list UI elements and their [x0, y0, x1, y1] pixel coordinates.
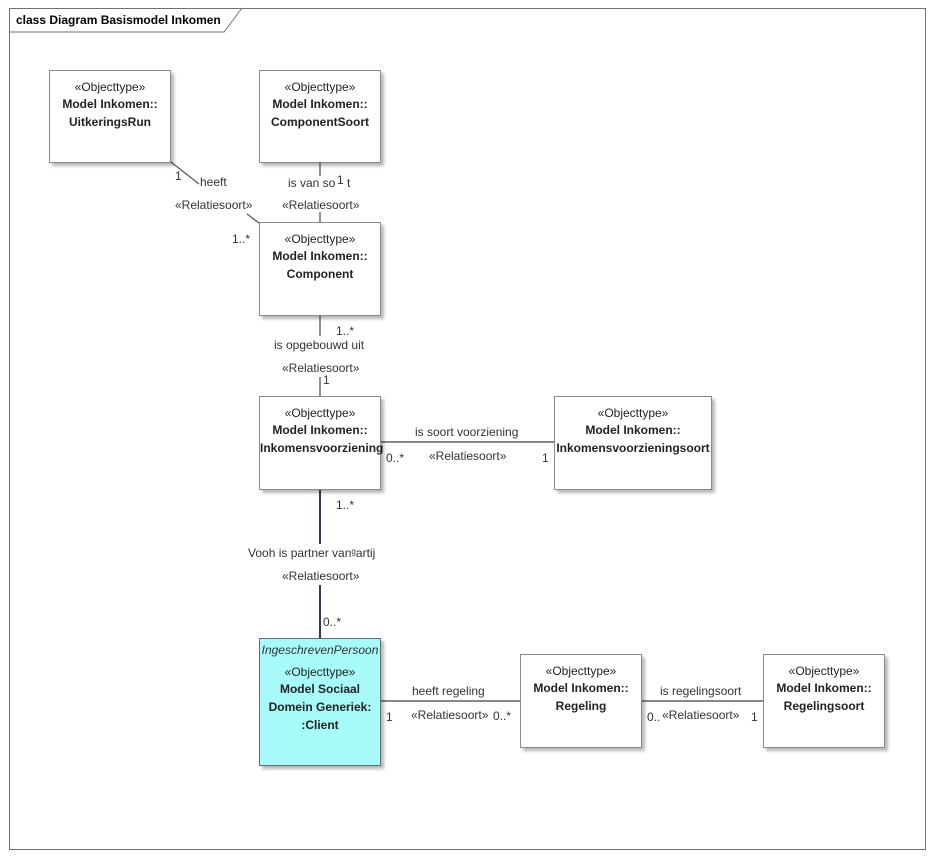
class-inkomensvoorziening[interactable]: «Objecttype» Model Inkomen:: Inkomensvoo…	[259, 396, 384, 490]
class-name-line1: Model Inkomen::	[533, 681, 629, 695]
connector-heeft-lower	[246, 213, 260, 224]
class-inkomensvoorzieningsoort[interactable]: «Objecttype» Model Inkomen:: Inkomensvoo…	[554, 396, 712, 490]
multiplicity-label: 0..	[647, 710, 661, 724]
class-name-line3: :Client	[301, 718, 339, 732]
stereotype-label: «Objecttype»	[284, 665, 356, 679]
class-uitkeringsrun[interactable]: «Objecttype» Model Inkomen:: UitkeringsR…	[49, 70, 171, 163]
relation-stereotype-label: «Relatiesoort»	[429, 449, 507, 463]
class-name-line1: Model Inkomen::	[585, 423, 681, 437]
stereotype-label: «Objecttype»	[545, 664, 617, 678]
multiplicity-label: 1	[175, 169, 182, 183]
class-name-line1: Model Sociaal	[279, 682, 361, 696]
class-name-line2: Regeling	[555, 699, 607, 713]
multiplicity-label: 1	[337, 173, 344, 187]
stereotype-label: «Objecttype»	[284, 406, 356, 420]
class-name-line1: Model Inkomen::	[272, 97, 368, 111]
multiplicity-label: 1	[323, 373, 330, 387]
stereotype-label: «Objecttype»	[284, 80, 356, 94]
relation-stereotype-label: «Relatiesoort»	[282, 361, 360, 375]
multiplicity-label: 0..*	[493, 709, 512, 723]
class-name-line2: Inkomensvoorzieningsoort	[556, 441, 710, 455]
stereotype-label: «Objecttype»	[74, 80, 146, 94]
relation-stereotype-label: «Relatiesoort»	[411, 708, 489, 722]
type-label: IngeschrevenPersoon	[261, 643, 379, 657]
class-componentsoort[interactable]: «Objecttype» Model Inkomen:: ComponentSo…	[259, 70, 381, 163]
relation-name-label: is soort voorziening	[415, 425, 519, 439]
multiplicity-label: 0..*	[323, 615, 342, 629]
class-name-line2: UitkeringsRun	[68, 115, 151, 129]
diagram-frame	[9, 8, 926, 850]
class-component[interactable]: «Objecttype» Model Inkomen:: Component	[259, 222, 381, 316]
multiplicity-label: 1..*	[336, 324, 355, 338]
multiplicity-label: 0..*	[386, 451, 405, 465]
connector-heeft	[170, 161, 200, 185]
class-regelingsoort[interactable]: «Objecttype» Model Inkomen:: Regelingsoo…	[763, 654, 885, 748]
stereotype-label: «Objecttype»	[284, 232, 356, 246]
class-name-line2: Component	[286, 267, 354, 281]
relation-stereotype-label: «Relatiesoort»	[662, 708, 740, 722]
class-name-line2: Domein Generiek:	[268, 700, 372, 714]
class-name-line2: ComponentSoort	[271, 115, 369, 129]
relation-name-label: is van so	[288, 176, 336, 190]
class-name-line2: Regelingsoort	[783, 699, 865, 713]
relation-name-label: heeft	[200, 175, 227, 189]
relation-stereotype-label: «Relatiesoort»	[175, 198, 253, 212]
class-name-line1: Model Inkomen::	[62, 97, 158, 111]
title-tab	[9, 7, 243, 33]
class-client[interactable]: IngeschrevenPersoon «Objecttype» Model S…	[259, 638, 381, 766]
relation-stereotype-label: «Relatiesoort»	[282, 569, 360, 583]
stereotype-label: «Objecttype»	[788, 664, 860, 678]
relation-name-tail: t	[347, 176, 351, 190]
class-name-line2: Inkomensvoorziening	[260, 441, 384, 455]
class-name-line1: Model Inkomen::	[272, 423, 368, 437]
class-name-line1: Model Inkomen::	[272, 249, 368, 263]
stereotype-label: «Objecttype»	[597, 406, 669, 420]
relation-name-label: is regelingsoort	[660, 684, 742, 698]
multiplicity-label: 1..*	[336, 498, 355, 512]
relation-name-label: is opgebouwd uit	[274, 338, 365, 352]
relation-name-label: Vooh is partner vanᵍartij	[248, 546, 376, 560]
relation-stereotype-label: «Relatiesoort»	[282, 198, 360, 212]
class-regeling[interactable]: «Objecttype» Model Inkomen:: Regeling	[520, 654, 642, 748]
class-name-line1: Model Inkomen::	[776, 681, 872, 695]
multiplicity-label: 1	[542, 451, 549, 465]
multiplicity-label: 1..*	[232, 232, 251, 246]
diagram-title: class Diagram Basismodel Inkomen	[16, 13, 221, 27]
multiplicity-label: 1	[751, 710, 758, 724]
relation-name-label: heeft regeling	[412, 684, 485, 698]
multiplicity-label: 1	[386, 710, 393, 724]
